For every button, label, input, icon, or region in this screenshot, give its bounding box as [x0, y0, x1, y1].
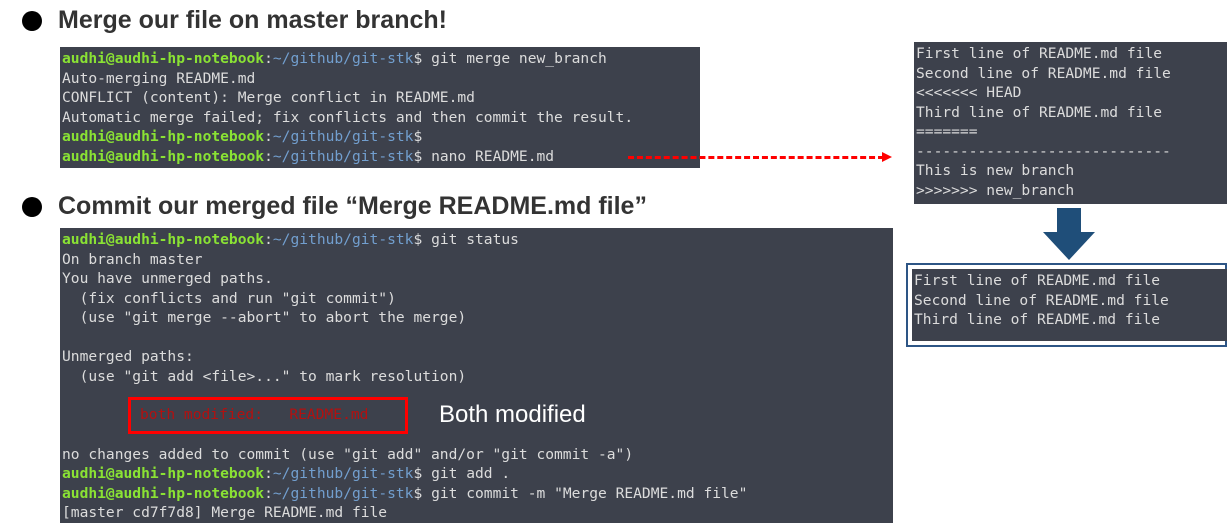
arrowhead-icon	[882, 152, 892, 162]
bullet-icon	[22, 10, 42, 31]
prompt-path: ~/github/git-stk	[272, 231, 414, 248]
prompt-sep: :	[264, 128, 273, 145]
file-line: This is new branch	[916, 162, 1075, 179]
heading-text: Merge our file on master branch!	[58, 6, 447, 34]
terminal-merge: audhi@audhi-hp-notebook:~/github/git-stk…	[60, 47, 700, 168]
heading-merge: Merge our file on master branch!	[22, 6, 447, 35]
both-modified-status: both modified: README.md	[140, 406, 369, 423]
prompt-sep: :	[264, 484, 273, 502]
file-line: Third line of README.md file	[914, 311, 1161, 328]
down-arrow-icon	[1043, 208, 1095, 260]
prompt-path: ~/github/git-stk	[272, 50, 414, 67]
output-line: [master cd7f7d8] Merge README.md file	[62, 504, 388, 521]
prompt-line: audhi@audhi-hp-notebook:~/github/git-stk…	[62, 147, 698, 167]
prompt-dollar: $	[413, 484, 423, 502]
annotation-both-modified: Both modified	[439, 401, 586, 428]
prompt-sep: :	[264, 147, 273, 165]
prompt-dollar: $	[413, 50, 423, 67]
conflict-file-view: First line of README.md file Second line…	[914, 42, 1227, 204]
output-line: (use "git add <file>..." to mark resolut…	[62, 367, 467, 385]
output-line: (fix conflicts and run "git commit")	[62, 289, 396, 307]
prompt-dollar: $	[413, 465, 423, 482]
output-line: You have unmerged paths.	[62, 270, 273, 287]
prompt-line: audhi@audhi-hp-notebook:~/github/git-stk…	[62, 49, 698, 69]
prompt-line: audhi@audhi-hp-notebook:~/github/git-stk…	[62, 484, 891, 504]
highlight-box	[128, 397, 408, 434]
prompt-sep: :	[264, 465, 273, 482]
command: git merge new_branch	[422, 50, 607, 67]
output-line	[62, 328, 891, 348]
prompt-sep: :	[264, 50, 273, 67]
command: git commit -m "Merge README.md file"	[422, 484, 748, 502]
command: git status	[422, 231, 519, 248]
file-line: >>>>>>> new_branch	[916, 181, 1075, 199]
prompt-path: ~/github/git-stk	[272, 465, 414, 482]
prompt-dollar: $	[413, 147, 423, 165]
prompt-path: ~/github/git-stk	[272, 147, 414, 165]
output-line: Automatic merge failed; fix conflicts an…	[62, 108, 634, 126]
output-line: CONFLICT (content): Merge conflict in RE…	[62, 89, 475, 106]
command: nano README.md	[422, 147, 555, 165]
heading-commit: Commit our merged file “Merge README.md …	[22, 192, 647, 221]
prompt-line: audhi@audhi-hp-notebook:~/github/git-stk…	[62, 230, 891, 250]
file-line: Second line of README.md file	[916, 64, 1171, 82]
file-line: Second line of README.md file	[914, 291, 1169, 309]
file-line: Third line of README.md file	[916, 103, 1163, 121]
prompt-line: audhi@audhi-hp-notebook:~/github/git-stk…	[62, 464, 891, 484]
output-line: Auto-merging README.md	[62, 69, 256, 87]
prompt-user: audhi@audhi-hp-notebook	[62, 231, 265, 248]
terminal-commit: audhi@audhi-hp-notebook:~/github/git-stk…	[60, 228, 893, 523]
output-line: (use "git merge --abort" to abort the me…	[62, 309, 467, 326]
output-line: On branch master	[62, 250, 203, 268]
file-line: First line of README.md file	[914, 272, 1161, 289]
command: git add .	[422, 465, 511, 482]
prompt-sep: :	[264, 231, 273, 248]
heading-text: Commit our merged file “Merge README.md …	[58, 192, 647, 220]
resolved-file-view: First line of README.md file Second line…	[912, 269, 1227, 341]
bullet-icon	[22, 196, 42, 217]
dashed-arrow-line	[628, 156, 884, 159]
prompt-user: audhi@audhi-hp-notebook	[62, 484, 265, 502]
output-line: Unmerged paths:	[62, 348, 194, 365]
prompt-dollar: $	[413, 128, 423, 145]
prompt-path: ~/github/git-stk	[272, 484, 414, 502]
output-line: no changes added to commit (use "git add…	[62, 445, 634, 463]
prompt-user: audhi@audhi-hp-notebook	[62, 465, 265, 482]
file-line: <<<<<<< HEAD	[916, 84, 1022, 101]
prompt-path: ~/github/git-stk	[272, 128, 414, 145]
prompt-user: audhi@audhi-hp-notebook	[62, 147, 265, 165]
prompt-line: audhi@audhi-hp-notebook:~/github/git-stk…	[62, 127, 698, 147]
file-line: -----------------------------	[916, 142, 1171, 160]
prompt-user: audhi@audhi-hp-notebook	[62, 128, 265, 145]
prompt-user: audhi@audhi-hp-notebook	[62, 50, 265, 67]
file-line: =======	[916, 123, 978, 140]
prompt-dollar: $	[413, 231, 423, 248]
file-line: First line of README.md file	[916, 45, 1163, 62]
